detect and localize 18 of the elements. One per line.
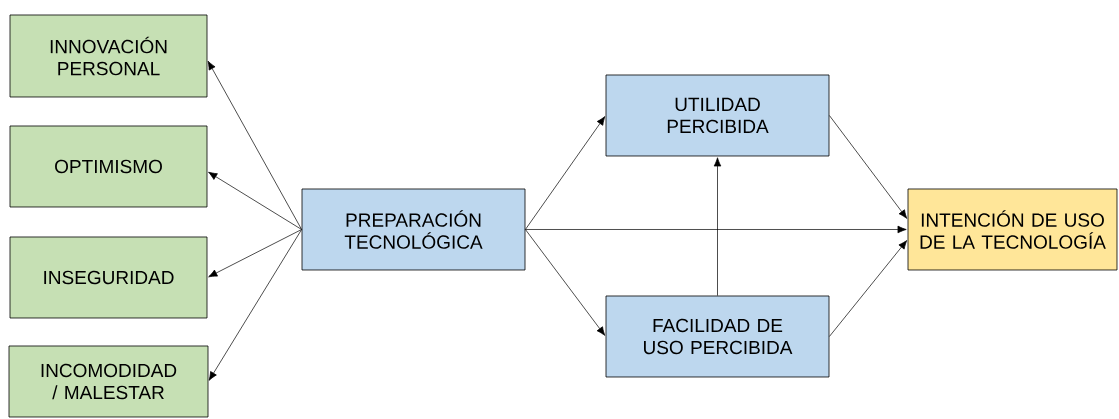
factor-box: INSEGURIDAD	[9, 236, 208, 319]
arrow	[829, 115, 908, 219]
factor-box: INCOMODIDAD / MALESTAR	[8, 345, 209, 418]
construct-box: UTILIDAD PERCIBIDA	[605, 74, 830, 157]
arrow	[208, 229, 302, 278]
arrow	[525, 229, 606, 336]
factor-box: INNOVACIÓN PERSONAL	[9, 14, 208, 98]
arrow	[207, 60, 302, 230]
outcome-box: INTENCIÓN DE USO DE LA TECNOLOGÍA	[907, 188, 1118, 271]
arrow	[829, 240, 908, 337]
arrow	[208, 229, 302, 381]
factor-box: OPTIMISMO	[9, 125, 208, 208]
arrow	[525, 225, 907, 234]
arrow	[208, 171, 302, 230]
construct-box: PREPARACIÓN TECNOLÓGICA	[301, 188, 526, 271]
construct-box: FACILIDAD DE USO PERCIBIDA	[605, 295, 830, 378]
arrow	[525, 116, 606, 230]
arrow	[713, 157, 722, 296]
